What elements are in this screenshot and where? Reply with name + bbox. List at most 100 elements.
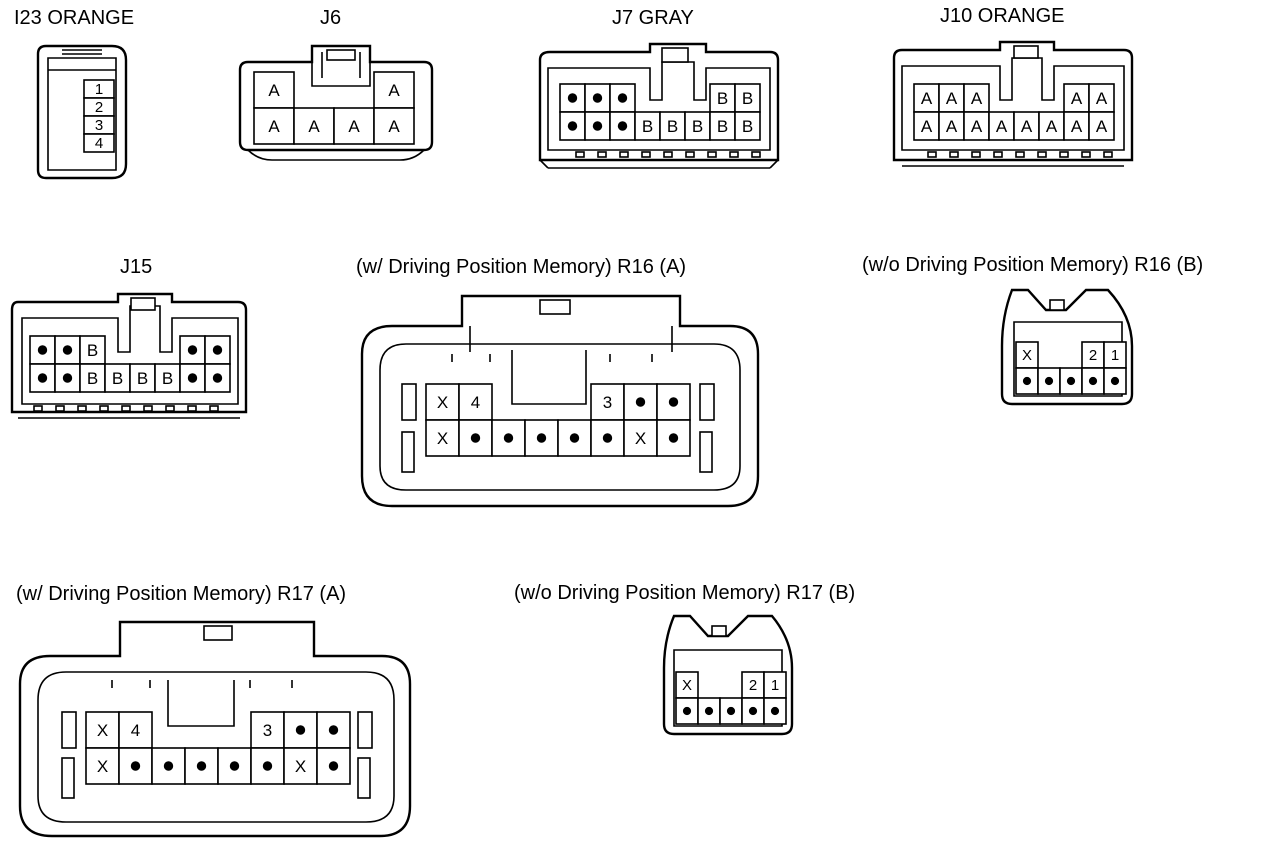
pin-label: A	[1071, 89, 1083, 108]
pin-label: B	[112, 369, 123, 388]
pin-cell	[204, 363, 231, 393]
pin-cell: B	[709, 83, 736, 113]
pin-cell	[1059, 367, 1083, 395]
pin-cell	[250, 747, 285, 785]
pin-cell: X	[623, 419, 658, 457]
pin-cell: A	[1088, 111, 1115, 141]
pin-dot	[1110, 376, 1120, 386]
pin-cell: 4	[118, 711, 153, 749]
pin-cell: 4	[83, 133, 115, 153]
pin-dot	[37, 373, 48, 383]
pin-dot	[617, 121, 628, 131]
connector-label-j10: J10 ORANGE	[940, 5, 1064, 27]
pin-label: B	[87, 369, 98, 388]
pin-label: B	[742, 89, 753, 108]
pin-label: A	[388, 81, 400, 100]
pin-dot	[328, 725, 339, 735]
pin-cell: X	[425, 419, 460, 457]
connector-label-j15: J15	[120, 256, 152, 278]
pin-cell: B	[684, 111, 711, 141]
pin-dot	[37, 345, 48, 355]
pin-cell: 1	[763, 671, 787, 699]
pin-cell: A	[938, 111, 965, 141]
pin-cell: A	[1038, 111, 1065, 141]
pin-cell: B	[104, 363, 131, 393]
pin-cell: A	[963, 111, 990, 141]
pin-dot	[130, 761, 141, 771]
pin-cell	[204, 335, 231, 365]
pin-dot	[569, 433, 580, 443]
pin-label: 2	[749, 677, 757, 694]
pin-cell	[609, 83, 636, 113]
pin-dot	[470, 433, 481, 443]
pin-label: 4	[131, 721, 140, 740]
pin-dot	[1022, 376, 1032, 386]
pin-dot	[262, 761, 273, 771]
pin-dot	[682, 706, 692, 716]
pin-dot	[726, 706, 736, 716]
pin-cell	[697, 697, 721, 725]
pin-cell: A	[1063, 111, 1090, 141]
pin-cell	[609, 111, 636, 141]
pin-label: A	[971, 117, 983, 136]
pin-cell	[179, 363, 206, 393]
pin-cell: A	[373, 107, 415, 145]
pin-cell	[54, 363, 81, 393]
pin-cell: B	[734, 111, 761, 141]
pin-label: B	[717, 89, 728, 108]
pin-label: A	[921, 89, 933, 108]
pin-label: 3	[95, 117, 103, 134]
pin-cell: A	[333, 107, 375, 145]
pin-cell	[151, 747, 186, 785]
pin-cell	[54, 335, 81, 365]
pin-cell: A	[938, 83, 965, 113]
connector-label-i23: I23 ORANGE	[14, 7, 134, 29]
pin-label: 4	[471, 393, 480, 412]
pin-cell	[590, 419, 625, 457]
pin-dot	[617, 93, 628, 103]
pin-cell	[557, 419, 592, 457]
pin-cell	[559, 111, 586, 141]
pin-label: A	[388, 117, 400, 136]
pin-dot	[163, 761, 174, 771]
pin-cell	[656, 383, 691, 421]
pin-dot	[1088, 376, 1098, 386]
pin-cell: A	[293, 107, 335, 145]
pin-cell	[1037, 367, 1061, 395]
pin-label: B	[667, 117, 678, 136]
pin-cell	[29, 363, 56, 393]
pin-cell	[584, 111, 611, 141]
pin-label: B	[692, 117, 703, 136]
pin-cell: 1	[83, 79, 115, 99]
pin-label: B	[137, 369, 148, 388]
pin-label: A	[308, 117, 320, 136]
pin-cell: A	[1088, 83, 1115, 113]
pin-cell: A	[1063, 83, 1090, 113]
pin-cell: X	[1015, 341, 1039, 369]
pin-cell: 1	[1103, 341, 1127, 369]
pin-dot	[62, 373, 73, 383]
pin-cell: B	[129, 363, 156, 393]
pin-label: A	[921, 117, 933, 136]
pin-label: A	[1096, 89, 1108, 108]
pin-dot	[635, 397, 646, 407]
pin-label: B	[717, 117, 728, 136]
pin-cell	[741, 697, 765, 725]
pin-label: A	[1021, 117, 1033, 136]
pin-dot	[567, 121, 578, 131]
pin-cell: A	[963, 83, 990, 113]
pin-label: A	[971, 89, 983, 108]
pin-label: A	[996, 117, 1008, 136]
pin-cell: A	[253, 107, 295, 145]
connector-label-r17b: (w/o Driving Position Memory) R17 (B)	[514, 582, 855, 604]
pin-cell	[559, 83, 586, 113]
pin-label: 3	[263, 721, 272, 740]
pin-dot	[536, 433, 547, 443]
